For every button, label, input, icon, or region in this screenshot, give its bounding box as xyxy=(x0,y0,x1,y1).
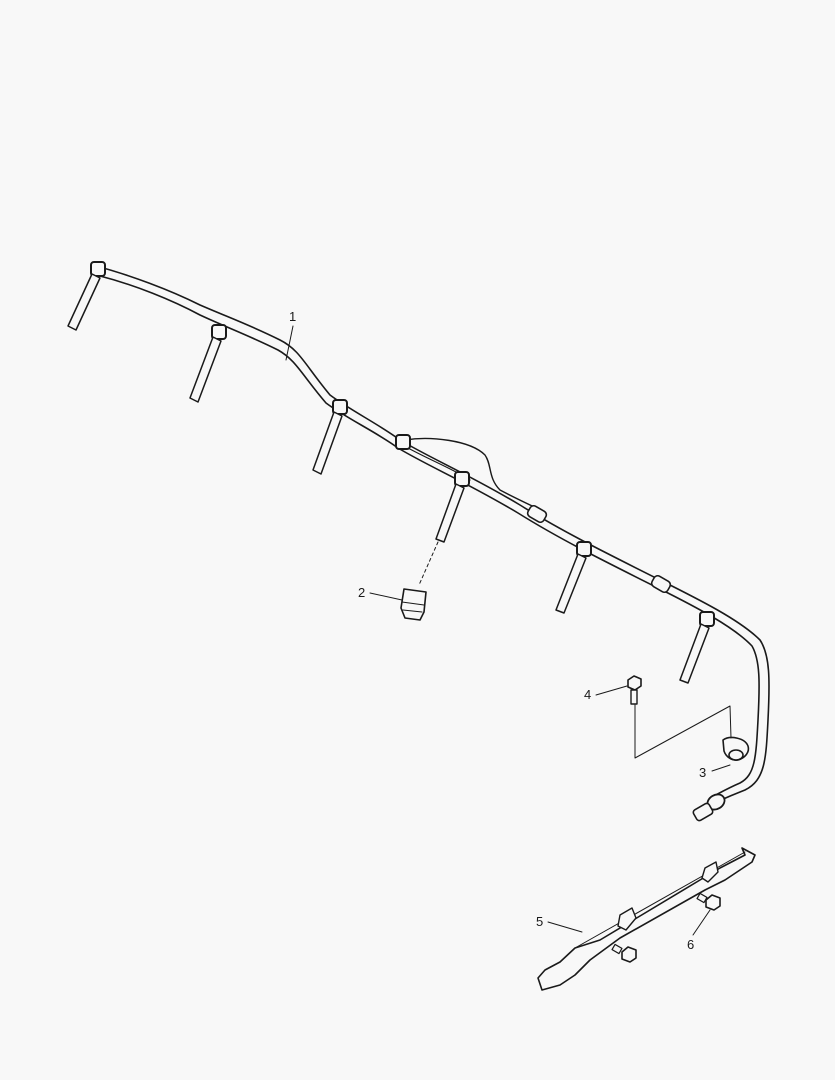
harness-clip xyxy=(332,399,348,415)
harness-sleeve xyxy=(526,504,548,524)
callout-labels: 1 2 3 4 5 6 xyxy=(289,309,706,952)
leader-lines xyxy=(285,325,731,936)
harness-clip xyxy=(454,471,470,487)
wiring-harness xyxy=(67,261,770,822)
callout-1: 1 xyxy=(289,309,296,324)
callout-3: 3 xyxy=(699,765,706,780)
harness-clip xyxy=(90,261,106,277)
harness-sleeve xyxy=(650,574,672,594)
bolt-4 xyxy=(627,675,732,759)
callout-5: 5 xyxy=(536,914,543,929)
harness-clip xyxy=(395,434,411,450)
harness-clip xyxy=(211,324,227,340)
harness-clip xyxy=(699,611,715,627)
sensor xyxy=(400,541,439,621)
callout-4: 4 xyxy=(584,687,591,702)
bracket xyxy=(537,847,756,991)
glow-plug-leads xyxy=(67,273,710,684)
callout-2: 2 xyxy=(358,585,365,600)
callout-6: 6 xyxy=(687,937,694,952)
bolt-6 xyxy=(611,892,721,963)
harness-end-connector xyxy=(692,793,726,822)
harness-clip xyxy=(576,541,592,557)
clip xyxy=(722,736,750,761)
